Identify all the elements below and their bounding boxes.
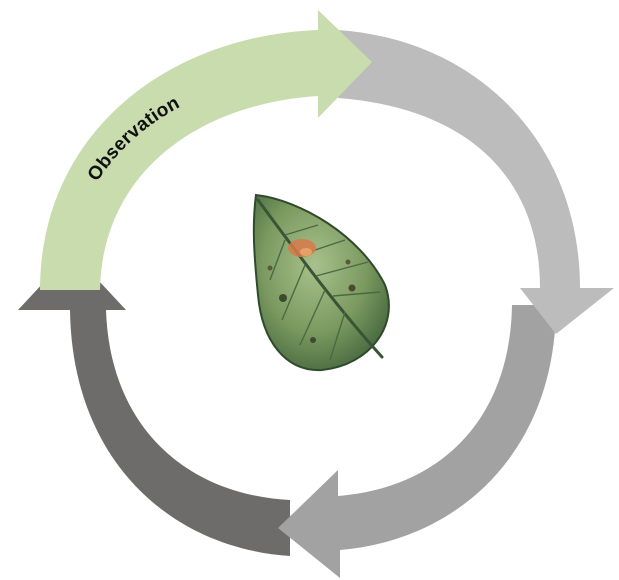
cycle-arrow-stage-4 (18, 252, 290, 556)
cycle-arrow-stage-3 (278, 305, 556, 578)
cycle-arrow-stage-1 (40, 10, 372, 290)
cycle-arrow-stage-2 (338, 30, 614, 334)
leaf-illustration (252, 193, 390, 372)
